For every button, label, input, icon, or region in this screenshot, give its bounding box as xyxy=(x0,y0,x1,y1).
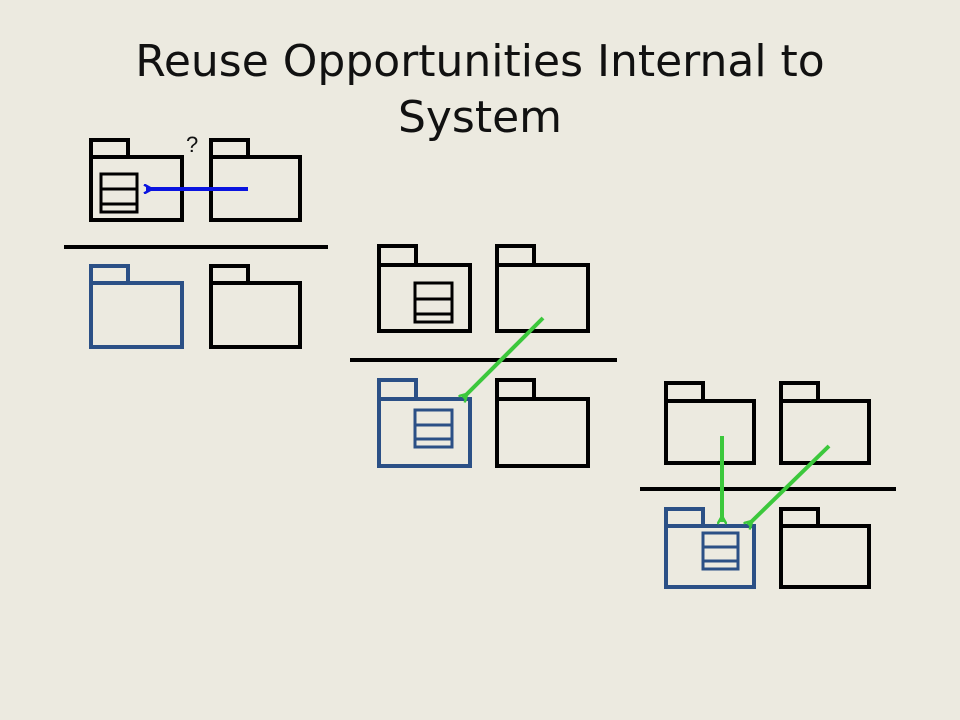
package-icon xyxy=(779,381,871,465)
package-group-2 xyxy=(350,244,617,468)
package-icon xyxy=(209,264,302,349)
arrow-icon xyxy=(463,316,545,398)
component-icon xyxy=(701,531,740,571)
package-group-1: ? xyxy=(64,132,328,349)
package-icon xyxy=(495,244,590,333)
package-icon xyxy=(664,381,756,465)
package-icon xyxy=(495,378,590,468)
package-icon xyxy=(209,138,302,222)
package-icon xyxy=(377,378,472,468)
component-icon xyxy=(413,281,454,324)
package-icon xyxy=(779,507,871,589)
package-icon xyxy=(89,264,184,349)
package-icon xyxy=(377,244,472,333)
package-icon xyxy=(664,507,756,589)
component-icon xyxy=(413,408,454,449)
question-mark: ? xyxy=(186,132,198,157)
package-group-3 xyxy=(640,381,896,589)
component-icon xyxy=(99,172,139,214)
slide-title: Reuse Opportunities Internal to System xyxy=(135,36,825,143)
arrow-icon xyxy=(748,444,831,525)
